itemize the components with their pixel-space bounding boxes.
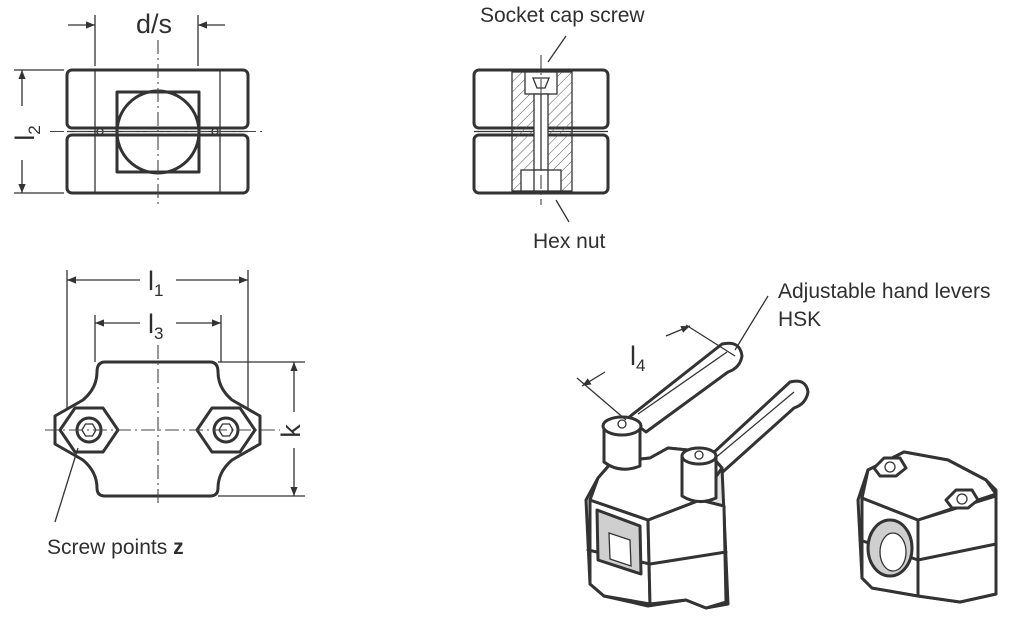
dimension-l3: l3 bbox=[148, 309, 163, 343]
dimension-l4: l4 bbox=[630, 341, 645, 375]
front-view bbox=[14, 15, 265, 205]
dimension-l2: l2 bbox=[10, 125, 44, 140]
socket-cap-screw-label: Socket cap screw bbox=[480, 4, 645, 27]
hand-levers-label-line1: Adjustable hand levers bbox=[778, 280, 990, 303]
hand-levers-label-line2: HSK bbox=[778, 308, 821, 331]
hex-nut-label: Hex nut bbox=[533, 230, 606, 253]
isometric-clamp-with-levers bbox=[576, 295, 810, 610]
isometric-clamp-plain bbox=[856, 450, 998, 604]
top-view bbox=[45, 270, 305, 523]
dimension-l1: l1 bbox=[148, 266, 163, 300]
screw-points-label: Screw points z bbox=[47, 536, 184, 559]
section-view bbox=[472, 35, 610, 223]
dimension-d-s: d/s bbox=[136, 9, 172, 39]
dimension-k: k bbox=[276, 424, 306, 438]
